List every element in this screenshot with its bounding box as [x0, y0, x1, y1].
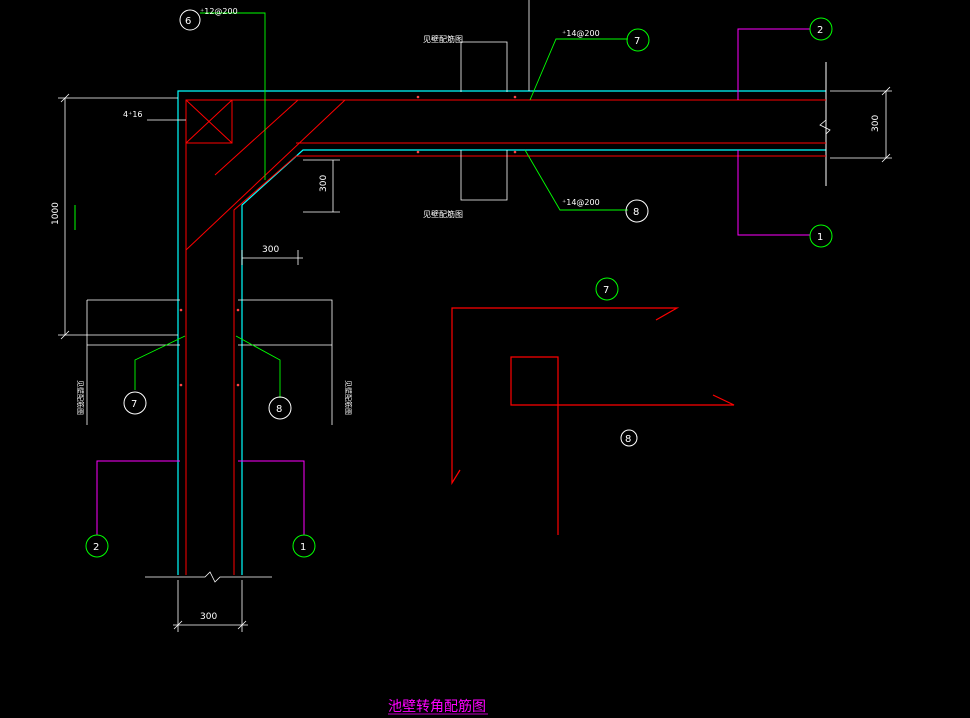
drawing-title: 池壁转角配筋图	[388, 698, 486, 715]
leader-12-text: ⁺12@200	[200, 7, 238, 16]
callout-detail-8-label: 8	[625, 434, 631, 445]
inner-wall-outline	[241, 149, 826, 575]
dimensions	[58, 86, 892, 632]
outer-wall-outline	[177, 90, 826, 575]
dim-haunch-vertical: 300	[319, 175, 329, 192]
callout-left-8[interactable]	[268, 396, 292, 420]
rebar-outer-vertical	[185, 99, 826, 575]
corner-bars-text: 4⁺16	[123, 110, 143, 119]
callout-detail-8[interactable]	[620, 429, 638, 447]
callout-bottom-2[interactable]	[85, 534, 109, 558]
concrete-outline	[177, 62, 827, 575]
callout-right-2-label: 2	[817, 25, 823, 36]
leaders	[134, 12, 628, 398]
callout-left-7[interactable]	[123, 391, 147, 415]
bar-details	[451, 307, 735, 535]
corner-cross-2	[185, 99, 233, 144]
right-ref-box	[238, 299, 333, 425]
callout-top-6[interactable]	[179, 9, 201, 31]
callout-right-1-label: 1	[817, 232, 823, 243]
bar-shape-8	[510, 356, 735, 535]
ref-label-top: 见壁配筋图	[423, 34, 463, 44]
ref-boxes	[86, 41, 508, 425]
callout-bottom-2-label: 2	[93, 542, 99, 553]
callout-top-7-label: 7	[634, 36, 640, 47]
rebar-inner-vertical	[233, 155, 826, 575]
callout-top-8-label: 8	[633, 207, 639, 218]
callout-top-6-label: 6	[185, 16, 191, 27]
dim-bottom-thickness: 300	[200, 612, 217, 622]
callout-detail-7-label: 7	[603, 285, 609, 296]
callout-right-1[interactable]	[809, 224, 833, 248]
mid-ref-box	[460, 150, 508, 201]
top-ref-box-a	[461, 41, 508, 92]
callouts: 6 7 8 2 1 7 8 2 1 7 8	[85, 9, 833, 558]
dim-haunch-horizontal: 300	[262, 245, 279, 255]
callout-top-7[interactable]	[626, 28, 650, 52]
dim-right-thickness: 300	[871, 115, 881, 132]
rebar-bar-7-diagonal	[185, 99, 346, 251]
callout-detail-7[interactable]	[595, 277, 619, 301]
leader-7-text: ⁺14@200	[562, 29, 600, 38]
ref-label-mid: 见壁配筋图	[423, 209, 463, 219]
callout-right-2[interactable]	[809, 17, 833, 41]
callout-left-8-label: 8	[276, 404, 282, 415]
callout-bottom-1[interactable]	[292, 534, 316, 558]
left-ref-box	[86, 299, 180, 425]
callout-top-8[interactable]	[625, 199, 649, 223]
callout-left-7-label: 7	[131, 399, 137, 410]
rebar-bar-8-diagonal	[214, 99, 299, 176]
bar-shape-7	[451, 307, 680, 486]
rebar-group	[185, 99, 826, 575]
ref-label-right: 见壁配筋图	[344, 380, 353, 415]
section-markers	[96, 28, 810, 535]
ref-label-left: 见壁配筋图	[76, 380, 85, 415]
leader-8-text: ⁺14@200	[562, 198, 600, 207]
callout-bottom-1-label: 1	[300, 542, 306, 553]
dim-wall-height: 1000	[51, 202, 61, 225]
bar-dots	[179, 95, 517, 387]
